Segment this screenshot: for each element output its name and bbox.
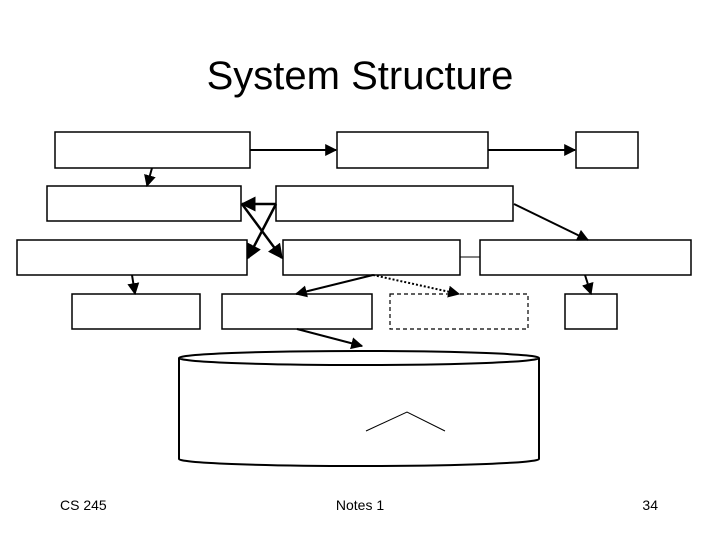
box-r4-1 — [71, 293, 201, 330]
slide-title: System Structure — [206, 54, 514, 98]
box-r1-left — [54, 131, 251, 169]
box-r3-left — [16, 239, 248, 276]
arrow-r3-right-to-r4-4 — [582, 274, 594, 296]
box-r4-3-dashed — [389, 293, 529, 330]
footer-course: CS 245 — [60, 497, 107, 513]
footer-page-number: 34 — [642, 497, 658, 513]
box-r3-middle — [282, 239, 461, 276]
storage-cylinder — [178, 350, 540, 467]
arrow-r3-middle-to-r4-2 — [294, 274, 374, 298]
arrow-cross-up — [246, 203, 278, 260]
arrow-r1-to-r2-left — [144, 167, 156, 188]
box-r4-2 — [221, 293, 373, 330]
footer-notes: Notes 1 — [335, 497, 385, 513]
cylinder-inner-mark — [365, 411, 446, 432]
box-r4-4 — [564, 293, 618, 330]
arrow-r3-middle-to-r4-3-dotted — [372, 274, 461, 298]
box-r1-right — [575, 131, 639, 169]
box-r1-middle — [336, 131, 489, 169]
arrow-r3-left-to-r4-1 — [127, 274, 140, 296]
box-r2-left — [46, 185, 242, 222]
box-r2-right — [275, 185, 514, 222]
arrow-r4-2-to-cylinder — [296, 328, 364, 350]
arrow-r2-right-to-r3-right — [513, 203, 590, 241]
box-r3-right — [479, 239, 692, 276]
